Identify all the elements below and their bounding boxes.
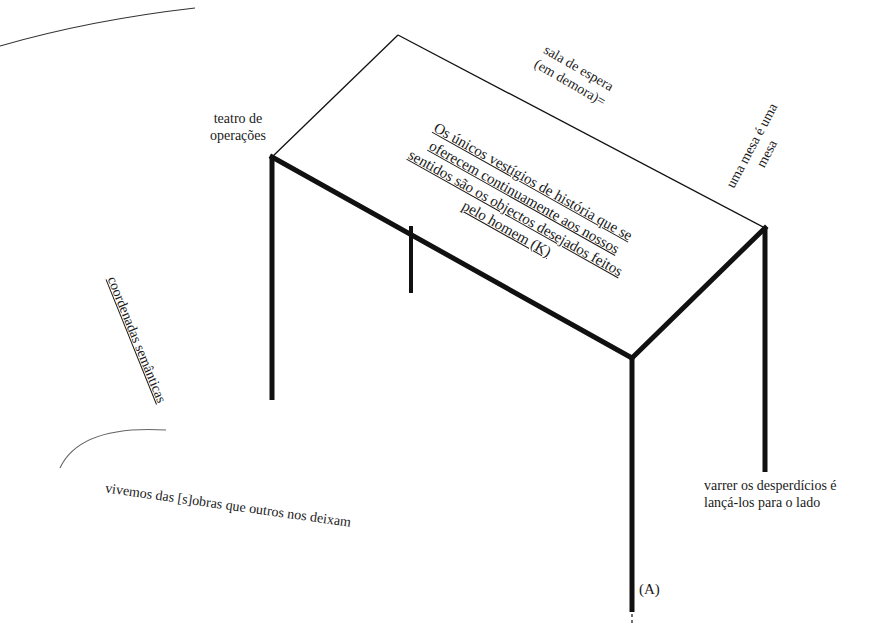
table-leg bbox=[631, 614, 632, 625]
corner-note: teatro de operações bbox=[198, 111, 278, 145]
tabletop-quote: Os únicos vestígios de história que se o… bbox=[388, 109, 652, 300]
table-edge bbox=[272, 35, 398, 157]
table-leg bbox=[630, 358, 635, 612]
table-leg bbox=[409, 226, 413, 293]
corner-note: uma mesa é uma mesa bbox=[719, 93, 801, 208]
leg-note: varrer os desperdícios é lançá-los para … bbox=[704, 478, 874, 512]
table-edge bbox=[632, 228, 765, 358]
arc bbox=[60, 429, 166, 468]
floor-note: vivemos das [s]obras que outros nos deix… bbox=[104, 480, 352, 531]
table-leg bbox=[270, 157, 275, 400]
arc bbox=[0, 8, 195, 46]
callout-letter: (A) bbox=[639, 580, 679, 598]
side-note: coordenadas semânticas bbox=[103, 274, 169, 405]
edge-note: sala de espera (em demora)= bbox=[529, 40, 619, 111]
table-leg bbox=[763, 228, 768, 472]
